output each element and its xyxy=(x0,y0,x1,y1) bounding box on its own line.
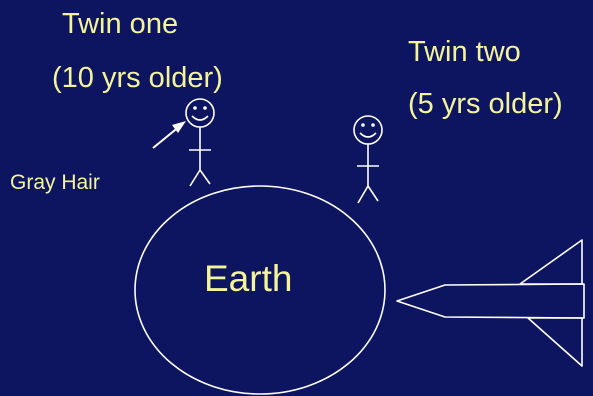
rocket-bottom-fin xyxy=(528,318,582,366)
twin-one-figure xyxy=(186,99,214,186)
gray-hair-label: Gray Hair xyxy=(10,171,100,195)
twin-two-head xyxy=(354,116,382,144)
twin-one-head xyxy=(186,99,214,127)
twin-one-label: Twin one xyxy=(62,8,178,41)
twin-two-age-note: (5 yrs older) xyxy=(408,88,563,121)
twin-one-age-note: (10 yrs older) xyxy=(52,62,223,95)
twin-two-figure xyxy=(354,116,382,203)
earth-label: Earth xyxy=(204,258,292,300)
rocket-body xyxy=(397,284,584,318)
gray-hair-arrow xyxy=(153,121,186,148)
twin-two-label: Twin two xyxy=(408,36,521,69)
rocket-top-fin xyxy=(520,240,582,284)
rocket xyxy=(397,240,584,366)
